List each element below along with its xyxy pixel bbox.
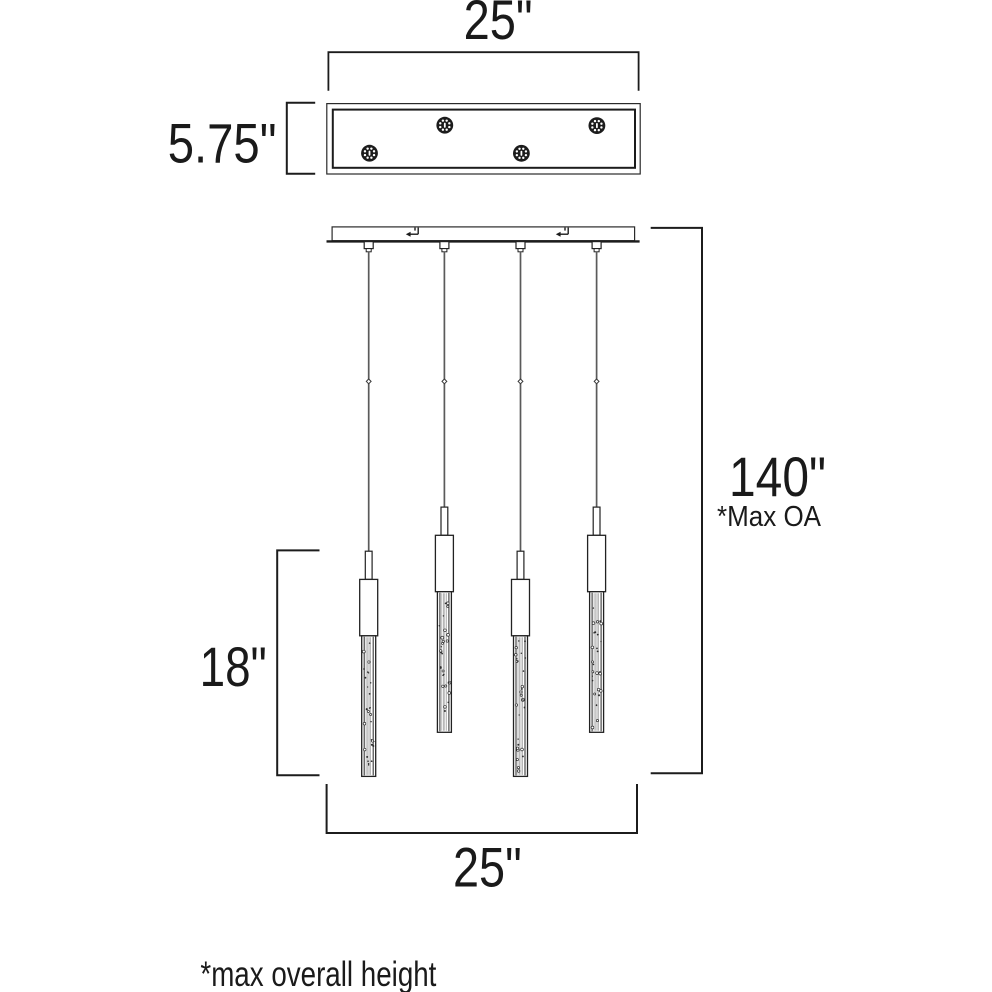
svg-text:25": 25" (464, 0, 533, 51)
svg-text:25": 25" (453, 836, 522, 899)
svg-text:5.75": 5.75" (168, 112, 277, 175)
svg-text:18": 18" (200, 635, 267, 698)
svg-text:*Max OA: *Max OA (717, 501, 822, 533)
svg-text:*max overall height: *max overall height (200, 955, 436, 992)
svg-text:140": 140" (729, 445, 826, 508)
